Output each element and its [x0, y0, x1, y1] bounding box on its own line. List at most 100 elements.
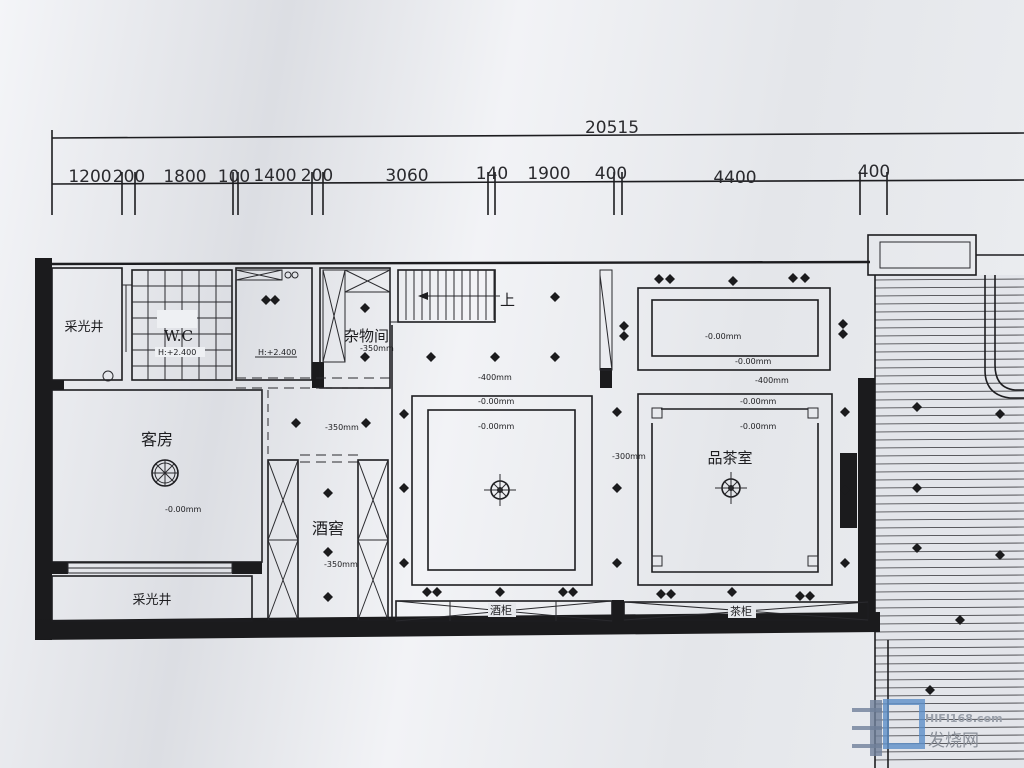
- downlight-icon: [619, 331, 629, 341]
- downlight-icon: [995, 550, 1005, 560]
- elevation-label: H:+2.400: [158, 348, 196, 357]
- deck-board: [874, 614, 1024, 617]
- downlight-icon: [550, 352, 560, 362]
- downlight-icon: [795, 591, 805, 601]
- deck-board: [874, 462, 1024, 465]
- downlight-icon: [728, 276, 738, 286]
- deck-board: [874, 398, 1024, 401]
- deck-area: [867, 234, 1024, 768]
- elevation-label: -0.00mm: [478, 397, 514, 406]
- downlight-icon: [323, 547, 333, 557]
- downlight-icon: [422, 587, 432, 597]
- room-label-lightwell: 采光井: [132, 593, 171, 608]
- deck-board: [874, 286, 1024, 289]
- deck-board: [874, 406, 1024, 409]
- tea-cabinet: 茶柜: [623, 601, 869, 621]
- partition-pillar: [599, 269, 613, 371]
- room-label-guest: 客房: [141, 430, 173, 449]
- guest-room: 客房 -0.00mm: [51, 389, 263, 574]
- deck-board: [874, 670, 1024, 673]
- deck-board: [874, 486, 1024, 489]
- deck-board: [874, 310, 1024, 313]
- elevation-label: -0.00mm: [478, 422, 514, 431]
- deck-board: [874, 438, 1024, 441]
- downlight-icon: [840, 407, 850, 417]
- deck-board: [874, 374, 1024, 377]
- dimension-label: 200: [301, 166, 333, 186]
- room-label-storage: 杂物间: [344, 327, 389, 345]
- deck-board: [874, 622, 1024, 625]
- downlight-icon: [912, 483, 922, 493]
- deck-board: [874, 654, 1024, 657]
- deck-board: [874, 718, 1024, 721]
- total-dimension: 20515: [585, 118, 639, 138]
- elevation-label: -0.00mm: [740, 397, 776, 406]
- dimension-label: 100: [218, 167, 250, 187]
- deck-board: [874, 390, 1024, 393]
- downlight-icon: [399, 483, 409, 493]
- downlight-icon: [432, 587, 442, 597]
- deck-board: [874, 566, 1024, 569]
- downlight-icon: [727, 587, 737, 597]
- room-label-tea: 品茶室: [707, 449, 752, 467]
- stair: 上: [390, 269, 515, 620]
- wc-room: W.C H:+2.400: [131, 269, 233, 381]
- lightwell-top: 采光井: [51, 267, 132, 382]
- downlight-icon: [788, 273, 798, 283]
- deck-board: [874, 366, 1024, 369]
- downlight-icon: [840, 485, 850, 495]
- downlight-icon: [291, 418, 301, 428]
- segment-dimension-line: [51, 179, 1024, 185]
- deck-board: [874, 510, 1024, 513]
- storage-room: 杂物间 -350mm: [319, 267, 394, 389]
- downlight-icon: [619, 321, 629, 331]
- downlights: [261, 273, 1005, 695]
- downlight-icon: [426, 352, 436, 362]
- deck-board: [874, 630, 1024, 633]
- deck-board: [874, 334, 1024, 337]
- wine-cellar: 酒窖 -350mm: [267, 459, 389, 621]
- deck-board: [874, 430, 1024, 433]
- dimension-label: 1400: [253, 166, 296, 186]
- deck-board: [874, 454, 1024, 457]
- deck-board: [874, 574, 1024, 577]
- deck-board: [874, 294, 1024, 297]
- dimension-label: 3060: [385, 166, 428, 186]
- deck-board: [874, 526, 1024, 529]
- deck-board: [874, 358, 1024, 361]
- deck-board: [874, 318, 1024, 321]
- deck-board: [874, 470, 1024, 473]
- deck-board: [874, 734, 1024, 737]
- watermark-url: HIFI168.com: [925, 712, 1003, 725]
- downlight-icon: [270, 295, 280, 305]
- watermark-logo: HIFI168.com 发烧网: [852, 699, 1003, 756]
- room-label-wc: W.C: [164, 327, 193, 345]
- room-label-lightwell: 采光井: [64, 320, 103, 335]
- downlight-icon: [361, 418, 371, 428]
- downlight-icon: [955, 615, 965, 625]
- chandelier-icon: [715, 472, 747, 504]
- deck-board: [874, 758, 1024, 761]
- deck-board: [874, 278, 1024, 281]
- downlight-icon: [360, 303, 370, 313]
- elevation-label: -300mm: [612, 452, 646, 461]
- deck-board: [874, 678, 1024, 681]
- dimension-label: 1200: [68, 167, 111, 187]
- wine-cabinet: 酒柜: [395, 600, 613, 622]
- deck-board: [874, 302, 1024, 305]
- deck-board: [874, 494, 1024, 497]
- deck-board: [874, 710, 1024, 713]
- deck-board: [874, 534, 1024, 537]
- elevation-label: -0.00mm: [705, 332, 741, 341]
- elevation-label: -0.00mm: [740, 422, 776, 431]
- downlight-icon: [568, 587, 578, 597]
- downlight-icon: [612, 407, 622, 417]
- dimension-label: 1800: [163, 167, 206, 187]
- dimension-label: 1900: [527, 164, 570, 184]
- elevation-label: H:+2.400: [258, 348, 296, 357]
- downlight-icon: [665, 274, 675, 284]
- downlight-icon: [612, 558, 622, 568]
- deck-board: [874, 606, 1024, 609]
- deck-board: [874, 446, 1024, 449]
